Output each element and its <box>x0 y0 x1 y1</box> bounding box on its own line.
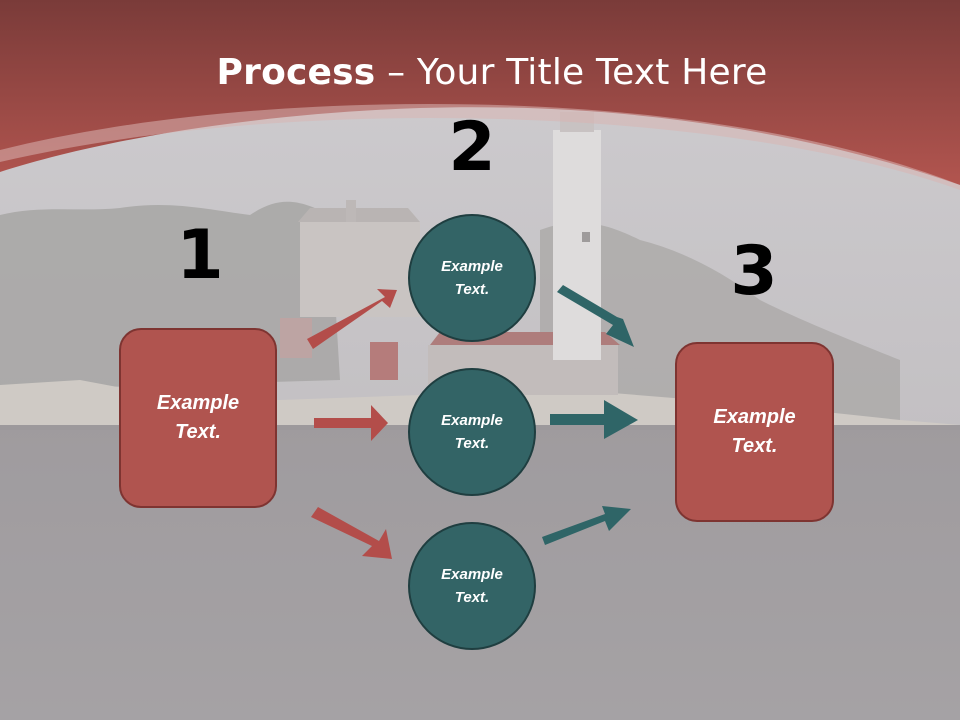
circle-middle-line2: Text. <box>454 435 490 452</box>
slide-title: Process – Your Title Text Here <box>0 52 960 93</box>
circle-bottom-line1: Example <box>441 566 503 583</box>
step-number-3: 3 <box>730 232 778 311</box>
circle-middle-line1: Example <box>441 412 503 429</box>
left-box-line1: Example <box>156 392 240 414</box>
circle-top-line1: Example <box>441 258 503 275</box>
circle-top-line2: Text. <box>454 281 490 298</box>
right-box-line2: Text. <box>731 435 778 457</box>
title-bold: Process <box>216 52 376 93</box>
circle-bottom-line2: Text. <box>454 589 490 606</box>
step-number-2: 2 <box>448 108 496 187</box>
step-number-1: 1 <box>176 216 224 295</box>
title-rest: – Your Title Text Here <box>375 52 768 93</box>
left-box-line2: Text. <box>175 421 221 443</box>
right-box-line1: Example <box>713 406 796 428</box>
